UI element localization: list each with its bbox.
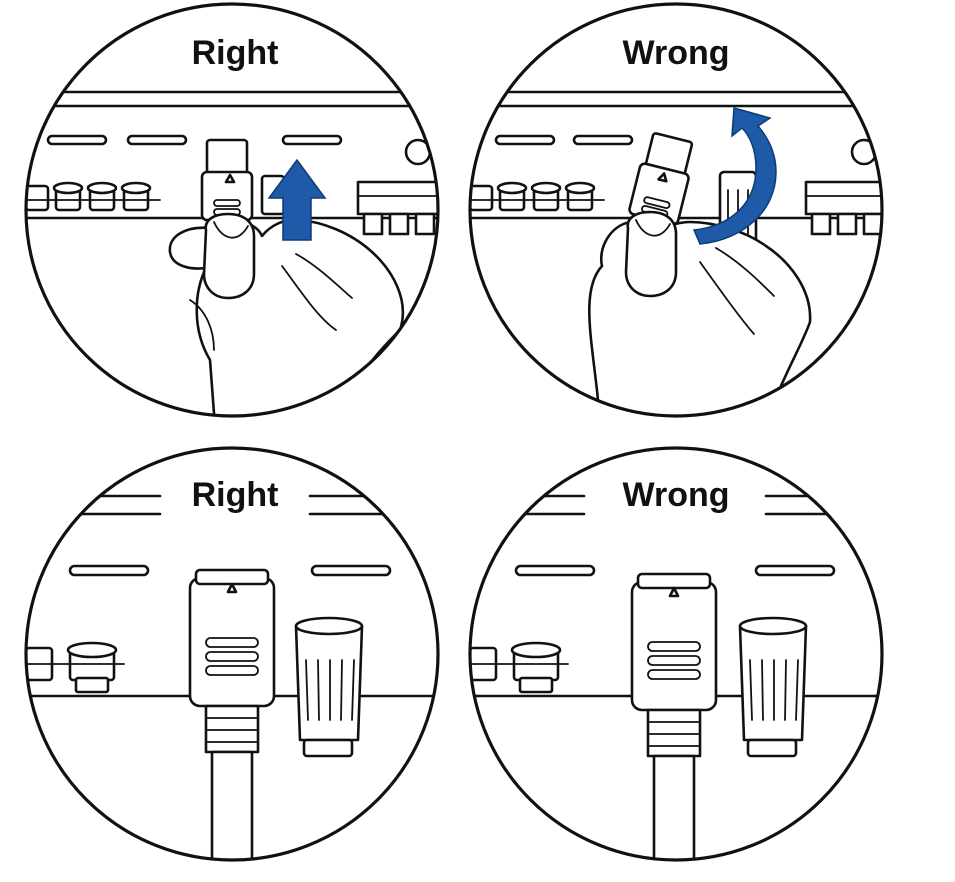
panel-label-wrong-2: Wrong [622, 476, 729, 514]
panel-wrong-seated: Wrong [468, 446, 884, 862]
panel-label-right-2: Right [192, 476, 279, 514]
panel-label-right-1: Right [192, 34, 279, 72]
panel-right-insert: Right [24, 2, 440, 418]
straight-up-arrow-icon [267, 158, 327, 241]
curved-arrow-icon [692, 107, 777, 245]
panel-wrong-insert: Wrong [468, 2, 884, 418]
panel-right-seated: Right [24, 446, 440, 862]
panel-label-wrong-1: Wrong [622, 34, 729, 72]
